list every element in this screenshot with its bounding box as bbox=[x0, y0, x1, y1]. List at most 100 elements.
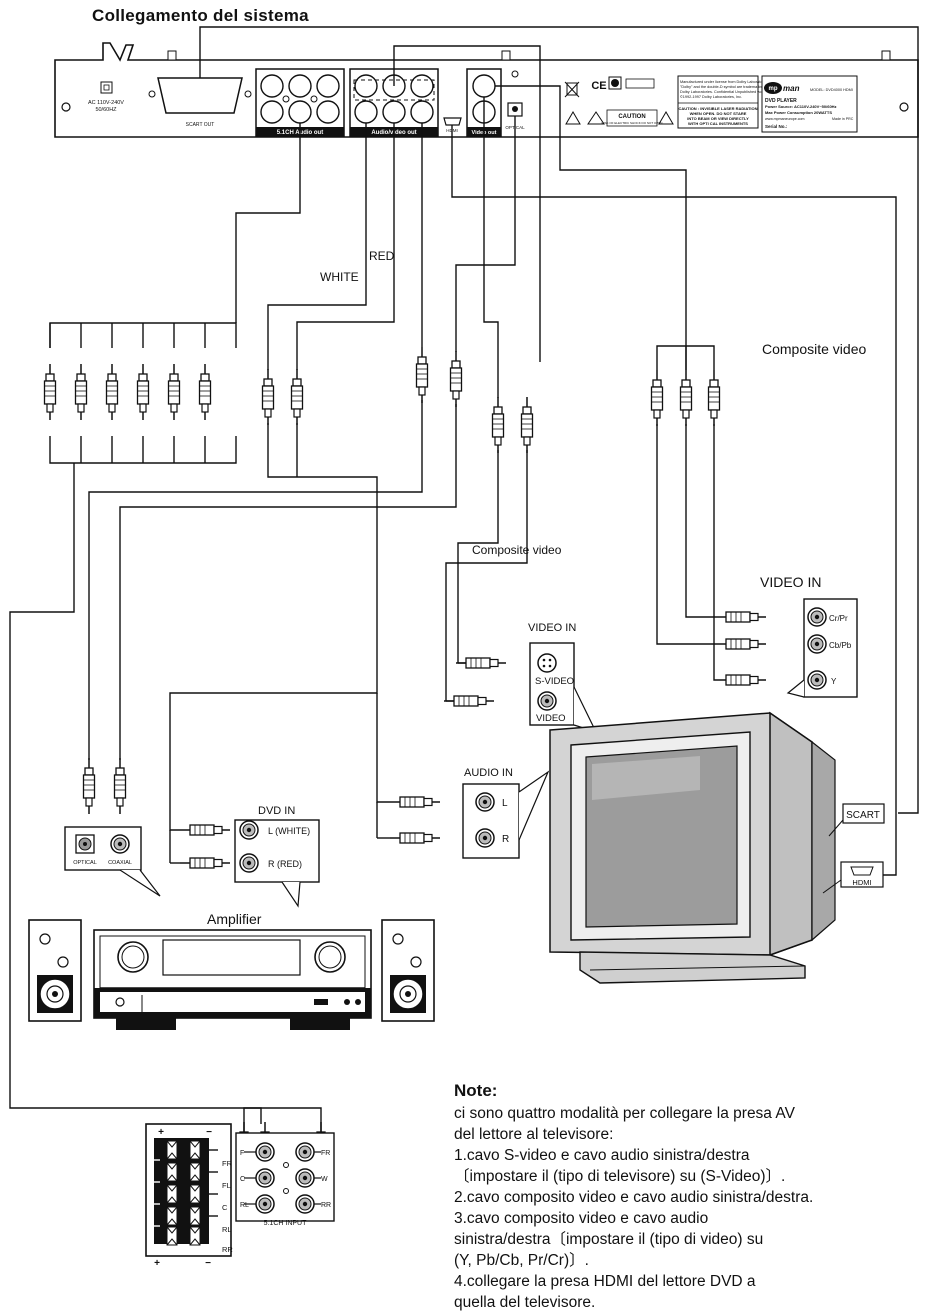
speaker-terminal-block: + − + − FR FL C RL RR bbox=[145, 1123, 233, 1269]
panel-brand-a: mp bbox=[769, 86, 778, 92]
label-minus-bottom: − bbox=[205, 1258, 211, 1269]
cable-routes bbox=[9, 26, 919, 1176]
note-line: sinistra/destra〔impostare il (tipo di vi… bbox=[454, 1231, 764, 1248]
label-plus-bottom: + bbox=[154, 1258, 160, 1269]
label-spk-c: C bbox=[222, 1203, 228, 1212]
note-line: del lettore al televisore: bbox=[454, 1126, 614, 1143]
warning-triangle-icon bbox=[565, 111, 581, 125]
hdmi-port-icon bbox=[850, 866, 874, 876]
note-line: (Y, Pb/Cb, Pr/Cr)〕. bbox=[454, 1252, 589, 1269]
plug-set-composite-video bbox=[491, 396, 534, 454]
label-white: WHITE bbox=[320, 270, 359, 284]
connection-diagram: AC 110V-240V 50/60HZ SCART OUT 5.1CH Aud… bbox=[9, 26, 919, 1269]
note-line: ci sono quattro modalità per collegare l… bbox=[454, 1105, 795, 1122]
screw-icon bbox=[61, 102, 71, 112]
label-ch-rr: RR bbox=[321, 1202, 331, 1209]
label-dvd-in: DVD IN bbox=[258, 805, 295, 817]
note-line: 2.cavo composito video e cavo audio sini… bbox=[454, 1189, 814, 1206]
warning-triangle-icon bbox=[587, 111, 605, 125]
label-composite-video-mid: Composite video bbox=[472, 543, 562, 557]
label-spk-fl: FL bbox=[222, 1181, 231, 1190]
panel-dolby-2: "Dolby" and the double-D symbol are trad… bbox=[680, 85, 767, 89]
label-coaxial: COAXIAL bbox=[108, 860, 132, 866]
dvd-player-rear-panel: AC 110V-240V 50/60HZ SCART OUT 5.1CH Aud… bbox=[54, 42, 919, 138]
page-title: Collegamento del sistema bbox=[92, 6, 309, 25]
label-51-input: 5.1CH INPUT bbox=[264, 1220, 308, 1227]
label-scart: SCART bbox=[846, 810, 880, 821]
label-red: RED bbox=[369, 249, 395, 263]
panel-scart-out-label: SCART OUT bbox=[186, 122, 215, 128]
speaker-left bbox=[28, 919, 82, 1022]
plug-set-audio-lr bbox=[261, 368, 304, 426]
plug-set-component-video bbox=[650, 369, 721, 427]
label-cr-pr: Cr/Pr bbox=[829, 614, 848, 623]
label-video-in: VIDEO IN bbox=[528, 622, 576, 634]
label-video-in-component: VIDEO IN bbox=[760, 574, 821, 590]
label-audio-in: AUDIO IN bbox=[464, 767, 513, 779]
scart-out-connector bbox=[157, 77, 243, 114]
panel-web: www.mpmaneurope.com bbox=[765, 117, 805, 121]
label-plus-top: + bbox=[158, 1127, 164, 1138]
label-ch-f: F bbox=[240, 1150, 244, 1157]
panel-dolby-3: Dolby Laboratories. Confidential Unpubli… bbox=[680, 90, 768, 94]
plug-set-51-bundle bbox=[43, 363, 212, 421]
label-r-red: R (RED) bbox=[268, 859, 302, 869]
note-line: quella del televisore. bbox=[454, 1294, 596, 1311]
panel-brand-b: man bbox=[783, 84, 800, 93]
panel-hdmi-port bbox=[443, 117, 462, 126]
tv-svideo-video-in: VIDEO IN S-VIDEO VIDEO bbox=[528, 622, 598, 733]
amp-dvd-in: DVD IN L (WHITE) R (RED) bbox=[234, 805, 320, 908]
tv-audio-in: AUDIO IN L R bbox=[462, 767, 550, 859]
panel-caution-label: CAUTION bbox=[618, 114, 645, 120]
label-optical: OPTICAL bbox=[73, 860, 97, 866]
label-video: VIDEO bbox=[536, 713, 566, 724]
plug-set-digital-audio bbox=[415, 346, 463, 408]
panel-dolby-4: ©1992-1997 Dolby Laboratories, Inc. bbox=[680, 95, 742, 99]
label-minus-top: − bbox=[206, 1127, 212, 1138]
notes-block: Note: ci sono quattro modalità per colle… bbox=[454, 1080, 924, 1313]
warning-triangle-icon bbox=[658, 111, 674, 125]
panel-laser-1: CAUTION : INVISIBLE LASER RADIATION bbox=[678, 106, 757, 111]
label-spk-rr: RR bbox=[222, 1245, 233, 1254]
label-spk-rl: RL bbox=[222, 1225, 232, 1234]
amp-foot bbox=[290, 1018, 350, 1030]
label-ch-fr: FR bbox=[321, 1150, 330, 1157]
label-s-video: S-VIDEO bbox=[535, 676, 574, 687]
note-line: 3.cavo composito video e cavo audio bbox=[454, 1210, 709, 1227]
notes-heading: Note: bbox=[454, 1081, 498, 1100]
panel-dolby-1: Manufactured under license from Dolby La… bbox=[680, 80, 770, 84]
label-y: Y bbox=[831, 677, 837, 686]
note-line: 4.collegare la presa HDMI del lettore DV… bbox=[454, 1273, 756, 1290]
weee-bin-icon bbox=[564, 81, 580, 98]
panel-model: MODEL: DVD4000 HDMI bbox=[810, 88, 853, 92]
label-ch-rl: RL bbox=[240, 1202, 249, 1209]
power-button-icon bbox=[115, 997, 125, 1007]
ce-mark-icon: CE bbox=[591, 80, 606, 92]
amp-foot bbox=[116, 1018, 176, 1030]
plug-set-amp-digital-in bbox=[82, 757, 127, 815]
label-spk-fr: FR bbox=[222, 1159, 233, 1168]
label-r: R bbox=[502, 834, 509, 845]
panel-power-cons: Max Power Consumption 20WATTS bbox=[765, 110, 832, 115]
amp-display bbox=[162, 939, 301, 976]
amplifier: Amplifier bbox=[93, 911, 372, 1030]
amp-digital-in: OPTICAL COAXIAL bbox=[64, 826, 161, 897]
note-line: 1.cavo S-video e cavo audio sinistra/des… bbox=[454, 1147, 750, 1164]
label-l-white: L (WHITE) bbox=[268, 826, 310, 836]
panel-made-in: Made in PRC bbox=[832, 117, 854, 121]
television: SCART HDMI bbox=[549, 711, 885, 984]
amp-51-input: F C RL FR W RR 5.1CH INPUT bbox=[235, 1132, 335, 1227]
panel-laser-2: WHEN OPEN. DO NOT STARE bbox=[690, 111, 747, 116]
panel-laser-3: INTO BEAM OR VIEW DIRECTLY bbox=[687, 116, 749, 121]
brand-logo-icon bbox=[764, 82, 782, 94]
class1-label-icon bbox=[625, 78, 655, 89]
note-line: 〔impostare il (tipo di televisore) su (S… bbox=[454, 1168, 786, 1185]
label-ch-c: C bbox=[240, 1176, 245, 1183]
panel-serial: Serial No.: bbox=[765, 124, 788, 129]
label-hdmi: HDMI bbox=[852, 878, 871, 887]
s-video-port-icon bbox=[537, 653, 557, 673]
panel-dvd-player: DVD PLAYER bbox=[765, 98, 797, 104]
panel-hz-label: 50/60HZ bbox=[95, 107, 117, 113]
panel-caution-sub: RISK OF ELECTRIC SHOCK DO NOT OPEN bbox=[602, 121, 663, 125]
label-cb-pb: Cb/Pb bbox=[829, 641, 852, 650]
